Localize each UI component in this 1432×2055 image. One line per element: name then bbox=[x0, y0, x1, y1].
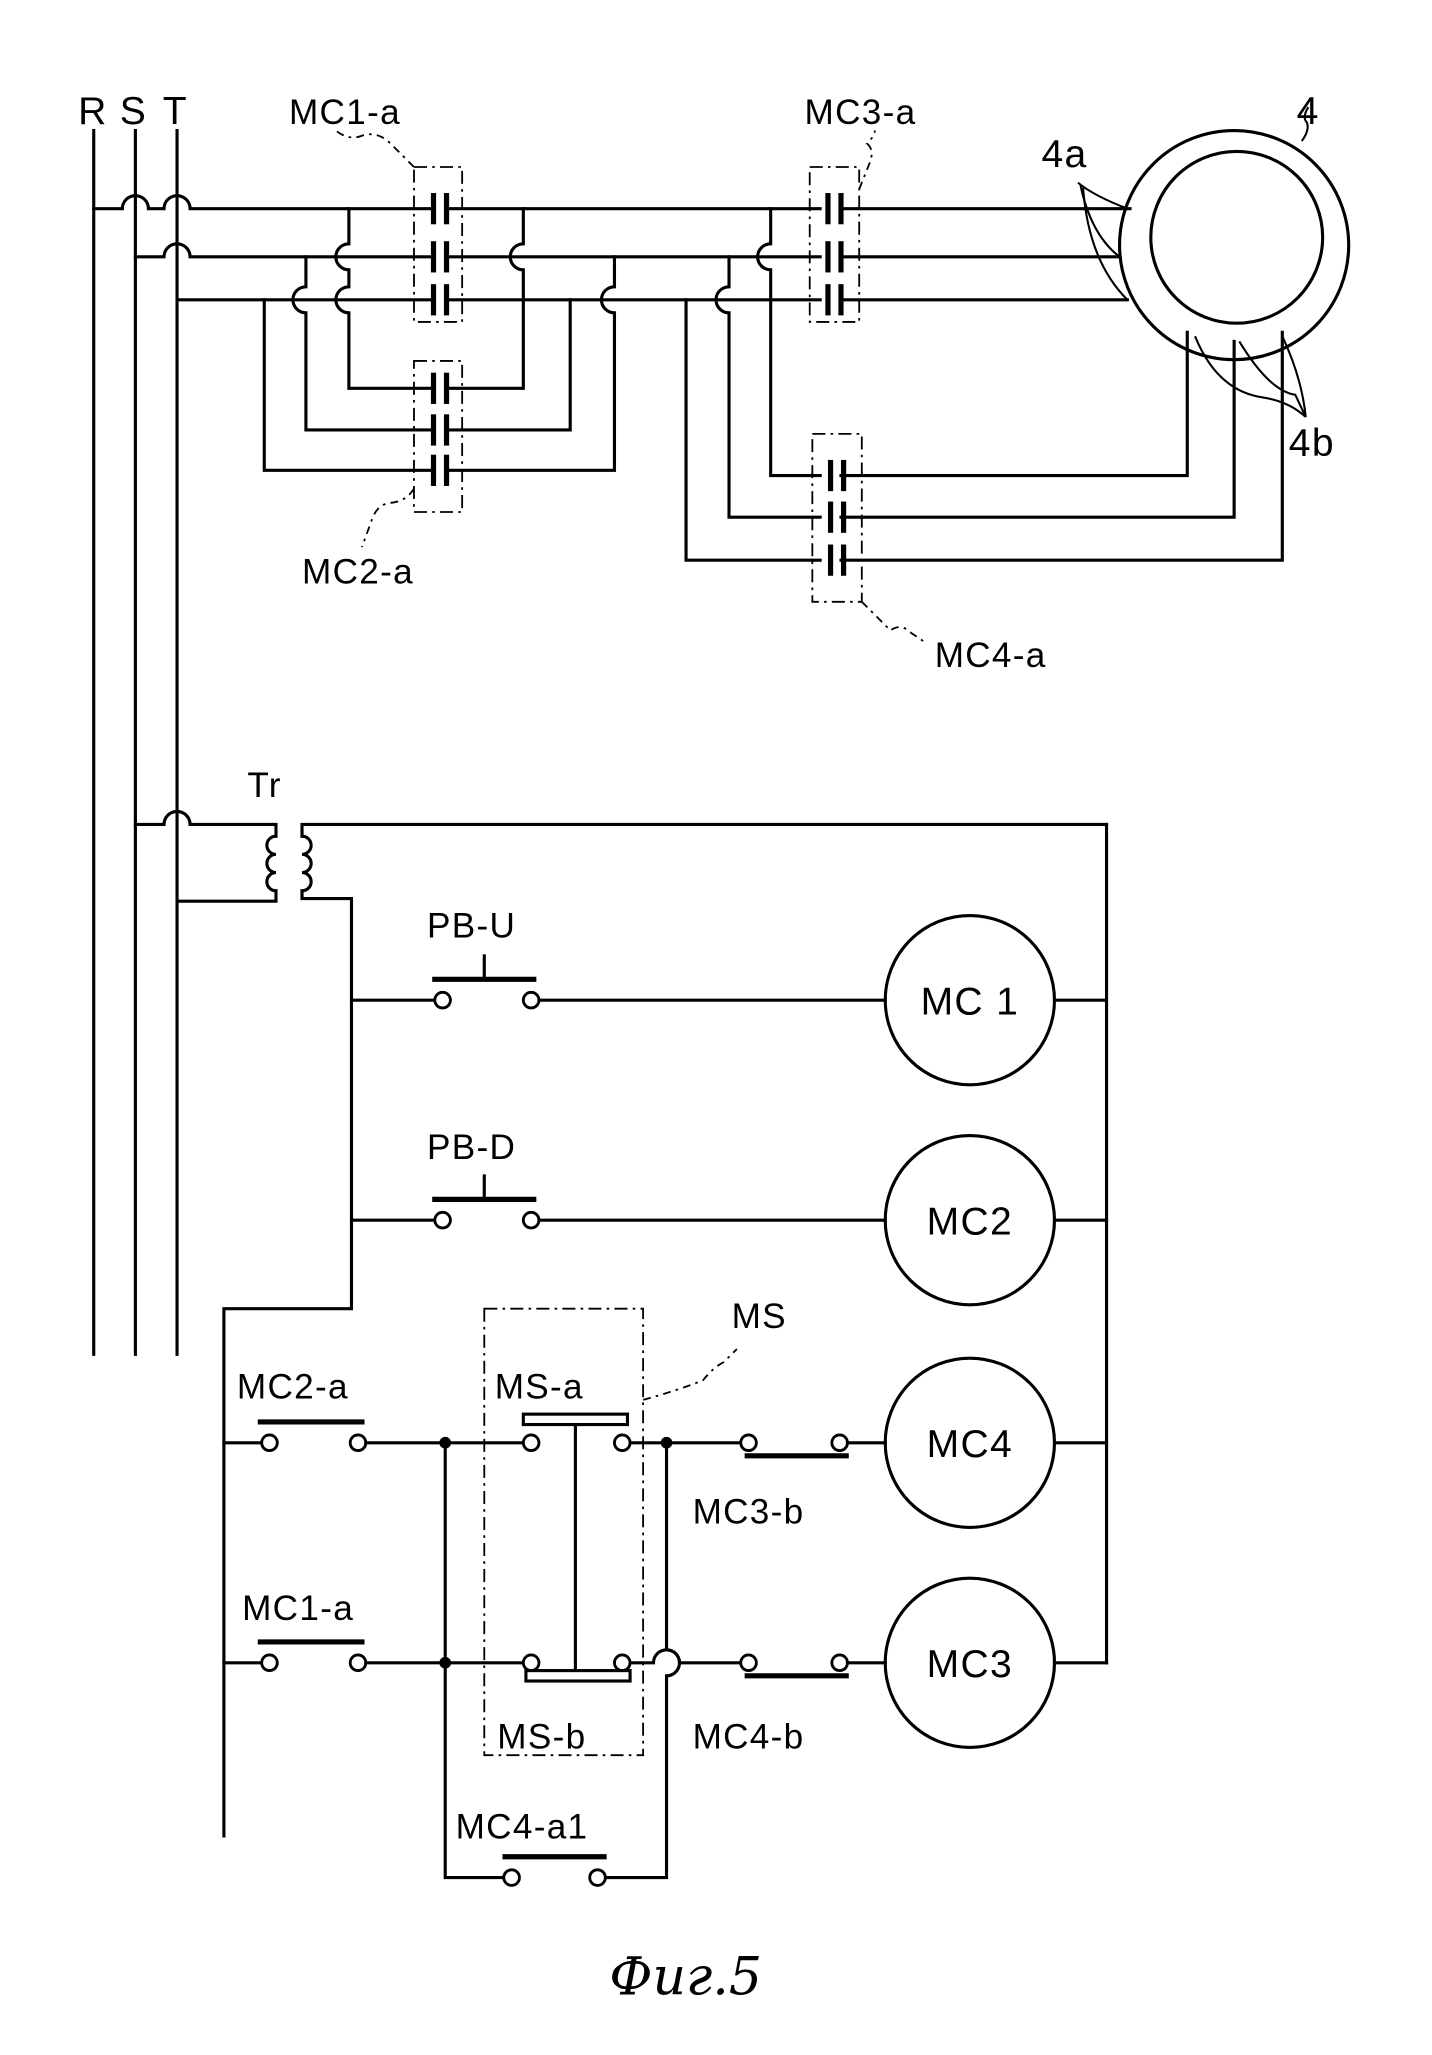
mc4a-wiring bbox=[686, 209, 1282, 560]
msb-contact-bar[interactable] bbox=[526, 1671, 630, 1681]
pbu-label: PB-U bbox=[427, 907, 516, 946]
msa-label: MS-a bbox=[495, 1368, 584, 1407]
wire-mc4a-to-rotor-1 bbox=[841, 332, 1187, 475]
wire-mc2a-to-r2 bbox=[450, 300, 570, 430]
msa-terminal-left bbox=[523, 1435, 539, 1451]
mc4b-label: MC4-b bbox=[693, 1718, 805, 1757]
motor-rotor bbox=[1151, 151, 1323, 323]
ms-group-label: MS bbox=[732, 1297, 787, 1336]
tr-primary-coil bbox=[267, 836, 276, 891]
main-power-lines bbox=[94, 196, 1130, 300]
mc2a-ctl-terminal-left bbox=[262, 1435, 278, 1451]
motor-label: 4 bbox=[1297, 90, 1320, 133]
mc3b-terminal-left bbox=[741, 1435, 757, 1451]
mc2a-wiring bbox=[264, 209, 614, 471]
mc4a-contacts bbox=[831, 460, 844, 576]
mc2a-ctl-terminal-right bbox=[350, 1435, 366, 1451]
msb-terminal-right bbox=[614, 1655, 630, 1671]
mc2a-contacts bbox=[434, 373, 447, 486]
coil-mc1-label: MC 1 bbox=[921, 980, 1020, 1023]
rung-mc1: PB-U MC 1 bbox=[351, 907, 1106, 1085]
pbu-terminal-left bbox=[435, 992, 451, 1008]
tr-secondary-return-wire bbox=[224, 891, 352, 1836]
rotor-lead-leader-1 bbox=[1195, 336, 1306, 417]
msa-contact-bar[interactable] bbox=[523, 1414, 627, 1424]
wire-mc2a-to-r1 bbox=[450, 257, 614, 470]
tr-primary-top-wire bbox=[135, 811, 276, 836]
mc3a-leader bbox=[859, 131, 875, 190]
wire-mc4a-to-rotor-3 bbox=[841, 332, 1282, 560]
coil-mc2-label: MC2 bbox=[927, 1200, 1013, 1243]
rung-mc3-wire-b bbox=[630, 1650, 739, 1663]
pbd-terminal-left bbox=[435, 1212, 451, 1228]
mc1a-contacts bbox=[434, 193, 447, 315]
motor-4: 4 4a 4b bbox=[1041, 90, 1348, 465]
line-2-left bbox=[135, 244, 429, 257]
mc4a1-terminal-left bbox=[504, 1870, 520, 1886]
phase-bus bbox=[94, 131, 177, 1355]
wire-l2-to-mc4a bbox=[716, 257, 820, 517]
wire-mc4a-to-rotor-2 bbox=[841, 341, 1234, 517]
phase-label-s: S bbox=[120, 90, 147, 133]
coil-mc3-label: MC3 bbox=[927, 1643, 1013, 1686]
mc4b-terminal-left bbox=[741, 1655, 757, 1671]
rotor-leads-label: 4b bbox=[1289, 422, 1335, 465]
mc3b-terminal-right bbox=[832, 1435, 848, 1451]
transformer-label: Tr bbox=[247, 766, 281, 805]
mc1a-leader bbox=[336, 131, 414, 167]
stator-leads-label: 4a bbox=[1041, 133, 1087, 176]
mc2a-group-box bbox=[414, 361, 462, 512]
mc1a-ctl-label: MC1-a bbox=[242, 1589, 354, 1628]
wire-l3-to-mc4a bbox=[686, 300, 820, 560]
mc1a-ctl-terminal-left bbox=[262, 1655, 278, 1671]
line-1-left bbox=[94, 196, 430, 209]
wire-l1-to-mc4a bbox=[758, 209, 820, 476]
mc3a-contacts bbox=[828, 193, 841, 315]
motor-stator-ring bbox=[1120, 131, 1349, 360]
figure-caption: Фиг.5 bbox=[609, 1948, 762, 2008]
mc1a-ctl-terminal-right bbox=[350, 1655, 366, 1671]
msb-terminal-left bbox=[523, 1655, 539, 1671]
mc4a1-label: MC4-a1 bbox=[456, 1808, 589, 1847]
ms-leader bbox=[643, 1349, 737, 1400]
mc2a-label: MC2-a bbox=[302, 553, 414, 592]
mc3b-label: MC3-b bbox=[693, 1492, 805, 1531]
wire-l2-to-mc2a bbox=[293, 257, 430, 430]
msa-terminal-right bbox=[614, 1435, 630, 1451]
mc3a-label: MC3-a bbox=[805, 93, 917, 132]
contactor-mc4a: MC4-a bbox=[812, 434, 1046, 675]
mc4a1-terminal-right bbox=[590, 1870, 606, 1886]
mc2a-leader bbox=[362, 489, 414, 548]
phase-label-r: R bbox=[78, 90, 108, 133]
contactor-mc2a: MC2-a bbox=[302, 361, 462, 592]
mc4b-terminal-right bbox=[832, 1655, 848, 1671]
pbu-terminal-right bbox=[523, 992, 539, 1008]
rung-mc2: PB-D MC2 bbox=[351, 1128, 1106, 1305]
mc4a-label: MC4-a bbox=[935, 636, 1047, 675]
mc4a-leader bbox=[862, 602, 927, 644]
mc2a-ctl-label: MC2-a bbox=[237, 1368, 349, 1407]
wire-l3-to-mc2a bbox=[264, 300, 429, 471]
pbd-terminal-right bbox=[523, 1212, 539, 1228]
tr-secondary-top-wire bbox=[302, 824, 1107, 836]
phase-label-t: T bbox=[163, 90, 188, 133]
msb-label: MS-b bbox=[497, 1718, 586, 1757]
coil-mc4-label: MC4 bbox=[927, 1423, 1013, 1466]
tr-secondary-coil bbox=[302, 836, 311, 891]
mc1a-label: MC1-a bbox=[289, 93, 401, 132]
tr-primary-bottom-wire bbox=[177, 891, 276, 901]
pbd-label: PB-D bbox=[427, 1128, 516, 1167]
